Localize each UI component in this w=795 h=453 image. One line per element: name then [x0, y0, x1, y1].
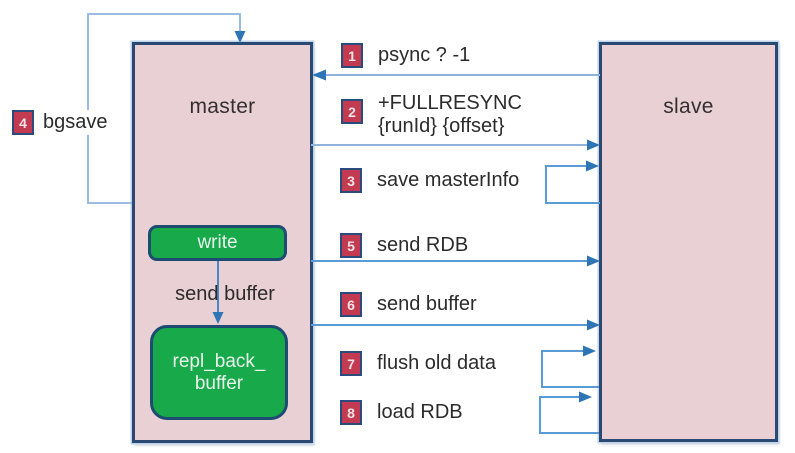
repl-back-buffer-node: repl_back_ buffer	[150, 325, 288, 420]
step-badge: 7	[340, 351, 362, 376]
psync-arrowhead	[312, 69, 326, 81]
step-row-load-rdb: 8 load RDB	[340, 400, 463, 425]
step-badge: 8	[340, 400, 362, 425]
repl-back-buffer-label: repl_back_ buffer	[172, 350, 266, 394]
step-label: +FULLRESYNC {runId} {offset}	[378, 92, 522, 137]
step-badge: 4	[12, 110, 34, 135]
step-label: flush old data	[377, 352, 496, 374]
step-row-save-masterinfo: 3 save masterInfo	[340, 168, 519, 193]
step-badge: 6	[340, 292, 362, 317]
step-row-flush-old-data: 7 flush old data	[340, 351, 496, 376]
save-masterinfo-loop	[545, 165, 600, 204]
step-row-fullresync: 2 +FULLRESYNC {runId} {offset}	[341, 92, 522, 138]
step-label: save masterInfo	[377, 169, 520, 191]
step-row-psync: 1 psync ? -1	[341, 43, 470, 68]
step-row-send-rdb: 5 send RDB	[340, 233, 468, 258]
step-label: psync ? -1	[378, 44, 471, 66]
step-row-bgsave: 4 bgsave	[12, 110, 109, 135]
step-label: bgsave	[42, 110, 109, 135]
step-row-send-buffer: 6 send buffer	[340, 292, 477, 317]
step-badge: 3	[340, 168, 362, 193]
step-badge: 1	[341, 43, 363, 68]
step-label: load RDB	[377, 401, 463, 423]
send-buffer-arrow-label: send buffer	[175, 283, 275, 305]
step-label: send buffer	[377, 293, 477, 315]
slave-node-label: slave	[663, 95, 714, 118]
master-node-label: master	[189, 95, 256, 118]
step-badge: 2	[341, 99, 363, 124]
write-node-label: write	[197, 232, 238, 253]
flush-old-data-arrowhead	[583, 345, 596, 357]
write-node: write	[148, 225, 287, 261]
load-rdb-arrowhead	[579, 391, 592, 403]
flush-old-data-loop	[541, 350, 599, 388]
load-rdb-loop	[539, 396, 599, 434]
slave-node: slave	[599, 42, 778, 442]
step-label: send RDB	[377, 234, 469, 256]
step-badge: 5	[340, 233, 362, 258]
save-masterinfo-arrowhead	[586, 160, 599, 172]
